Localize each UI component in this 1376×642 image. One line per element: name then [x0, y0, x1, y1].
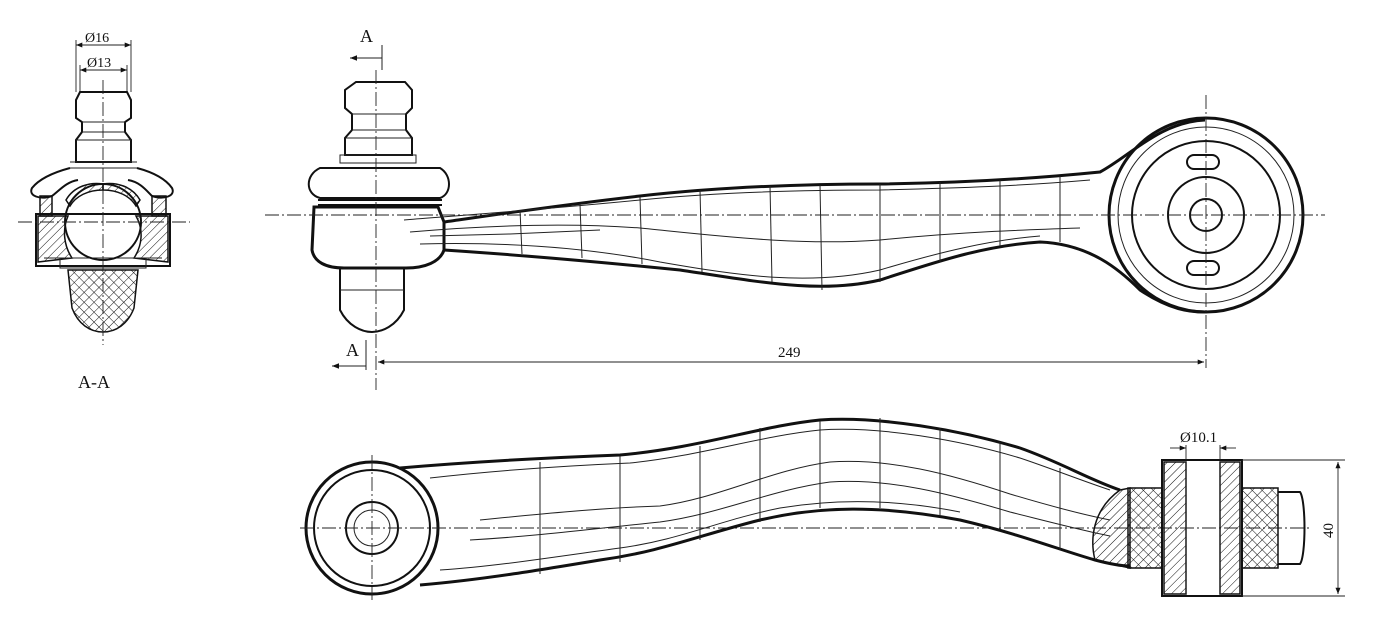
- side-view: Ø10.1 40: [300, 417, 1345, 600]
- dim-bore-label: Ø10.1: [1180, 430, 1217, 446]
- section-view-a-a: Ø16 Ø13 A-A: [18, 31, 190, 392]
- top-view: A A: [265, 26, 1325, 390]
- dim-outer-label: Ø16: [85, 31, 109, 46]
- dim-length-label: 249: [778, 345, 801, 361]
- section-marker-bottom: A: [346, 340, 359, 360]
- section-label: A-A: [78, 372, 110, 392]
- dim-width-label: 40: [1321, 523, 1337, 538]
- section-marker-top: A: [360, 26, 373, 46]
- dim-inner-label: Ø13: [87, 56, 111, 71]
